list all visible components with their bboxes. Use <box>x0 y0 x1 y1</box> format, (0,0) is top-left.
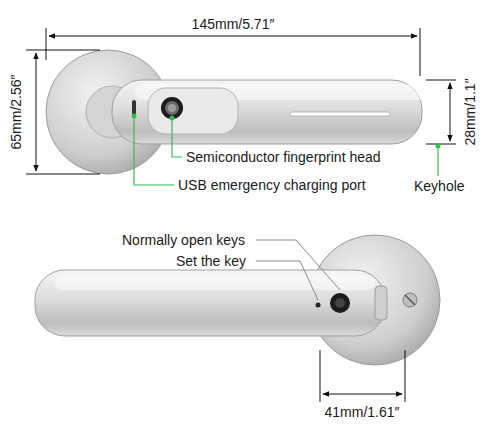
callout-label: Keyhole <box>414 178 465 194</box>
dimension-label: 65mm/2.56″ <box>8 72 24 153</box>
callout-label: USB emergency charging port <box>178 177 366 193</box>
dimension-label: 28mm/1.1″ <box>462 75 478 148</box>
dimension-label: 41mm/1.61″ <box>322 404 403 420</box>
dimension-label: 145mm/5.71″ <box>189 16 278 32</box>
callout-label: Normally open keys <box>122 232 245 248</box>
callout-label: Semiconductor fingerprint head <box>186 149 381 165</box>
callout-label: Set the key <box>176 253 246 269</box>
